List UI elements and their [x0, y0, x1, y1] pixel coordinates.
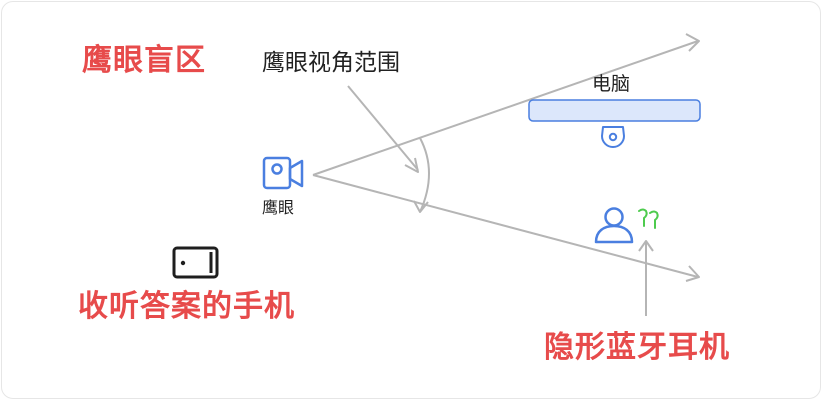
- computer-screen: [528, 99, 701, 122]
- earbuds-pointer-arrowhead: [638, 240, 654, 252]
- view-range-label: 鹰眼视角范围: [262, 50, 400, 76]
- view-cone-lower-line: [312, 174, 699, 278]
- blind-zone-label: 鹰眼盲区: [82, 43, 206, 78]
- phone-caption: 收听答案的手机: [78, 289, 295, 324]
- view-cone-lower-arrowhead: [685, 265, 700, 282]
- view-cone-upper-arrowhead: [685, 33, 700, 52]
- earbuds-icon: [638, 208, 659, 229]
- view-cone-upper-line: [312, 40, 699, 176]
- view-angle-arc-arrowhead: [413, 200, 429, 213]
- view-angle-arc: [419, 137, 430, 213]
- camera-label: 鹰眼: [262, 198, 295, 217]
- webcam-icon: [601, 126, 625, 148]
- person-icon: [594, 207, 634, 244]
- earbuds-caption: 隐形蓝牙耳机: [544, 330, 730, 365]
- computer-label: 电脑: [592, 73, 631, 95]
- view-range-pointer-arrowhead: [404, 157, 419, 173]
- video-camera-icon: [262, 156, 304, 190]
- phone-icon: [172, 246, 219, 279]
- view-range-pointer-line: [347, 85, 419, 171]
